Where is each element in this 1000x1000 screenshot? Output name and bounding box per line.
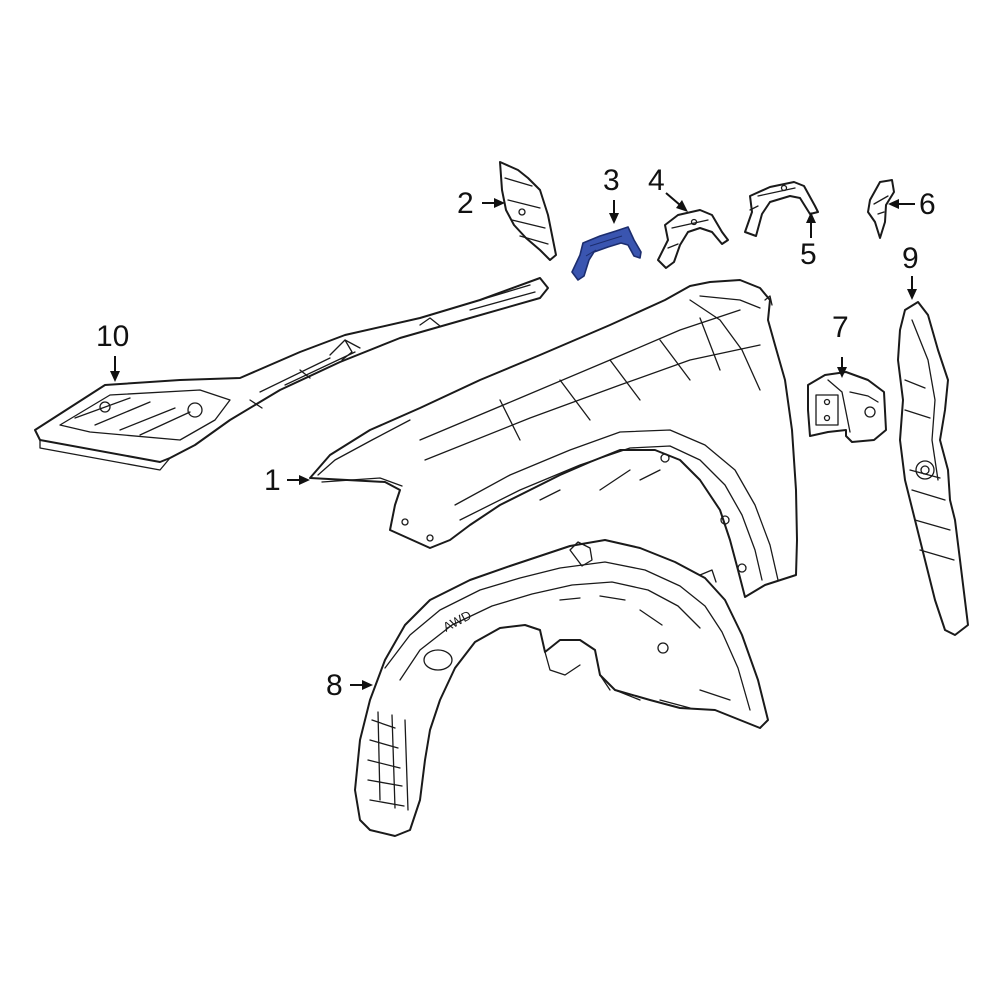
part-2-bracket[interactable] — [499, 161, 557, 261]
leader-lines — [110, 192, 917, 690]
part-7-hinge-bracket[interactable] — [807, 371, 887, 443]
part-8-wheelhouse-liner[interactable]: AWD — [354, 539, 769, 837]
callout-10: 10 — [96, 320, 130, 353]
callout-3: 3 — [603, 164, 620, 197]
callout-6: 6 — [919, 188, 936, 221]
part-6-clip[interactable] — [867, 179, 895, 239]
part-9-seal[interactable] — [897, 301, 969, 636]
part-3-highlight-shape — [571, 226, 642, 281]
part-5-bracket[interactable] — [744, 181, 819, 237]
part-4-bracket[interactable] — [657, 209, 729, 269]
callout-5: 5 — [800, 238, 817, 271]
callout-2: 2 — [457, 187, 474, 220]
callout-7: 7 — [832, 311, 849, 344]
part-3-highlighted-bracket[interactable] — [571, 226, 642, 281]
callout-8: 8 — [326, 669, 343, 702]
callout-1: 1 — [264, 464, 281, 497]
part-1-fender[interactable] — [309, 279, 798, 598]
callout-4: 4 — [648, 164, 665, 197]
part-10-reinforcement-rail[interactable] — [34, 277, 549, 471]
callout-9: 9 — [902, 242, 919, 275]
